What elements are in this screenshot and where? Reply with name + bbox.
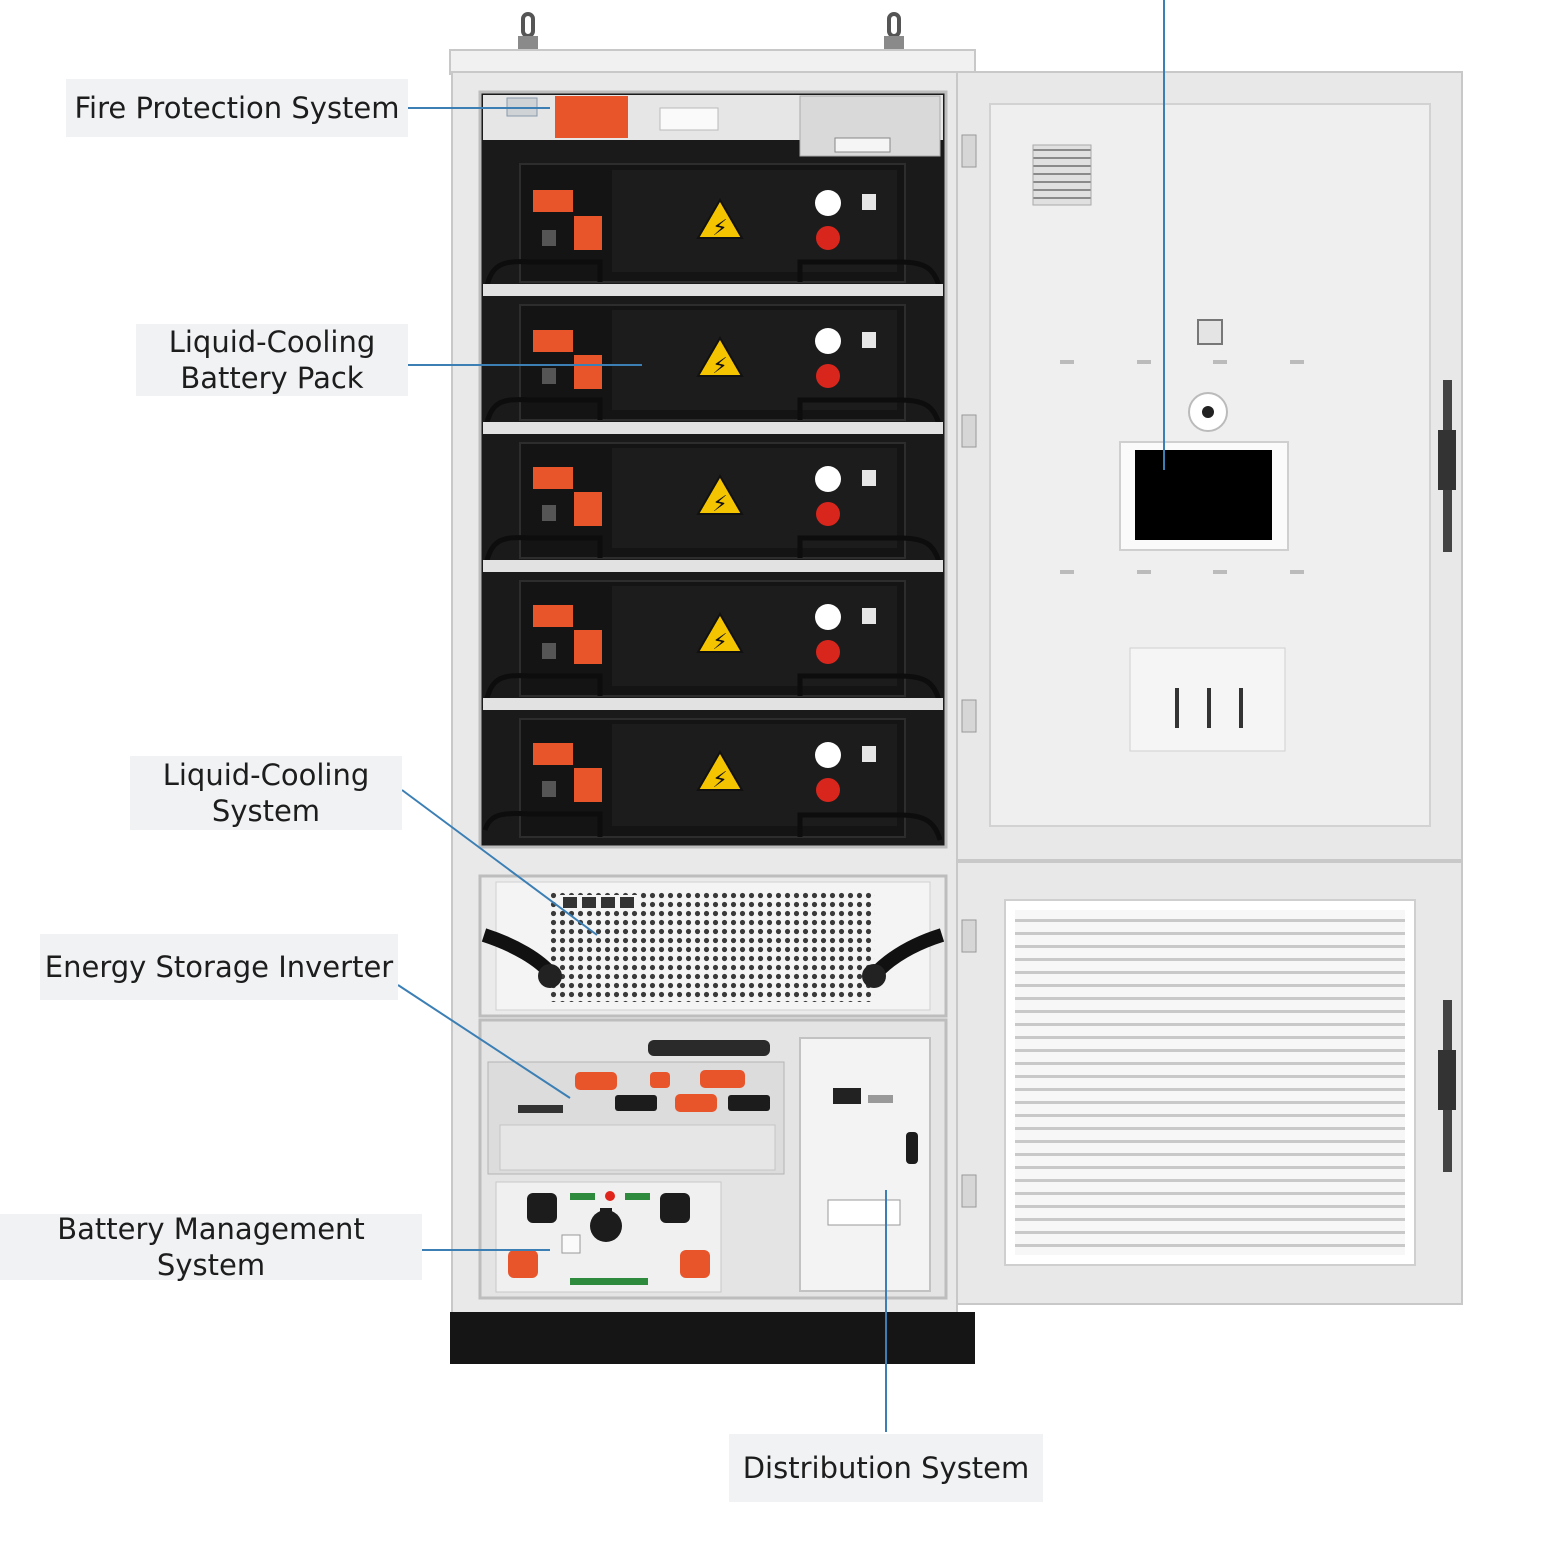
lifting-eye-right — [884, 12, 904, 50]
louver-vent — [1015, 910, 1405, 1255]
battery-module: ⚡ — [482, 580, 943, 709]
module-shelf — [483, 284, 943, 296]
door-hinge — [961, 1174, 977, 1208]
door-vent — [1032, 144, 1092, 206]
svg-text:⚡: ⚡ — [712, 630, 727, 655]
upper-door — [956, 71, 1463, 861]
door-hinge — [961, 134, 977, 168]
high-voltage-warning-icon — [696, 336, 744, 377]
fire-protection-unit — [483, 95, 943, 157]
battery-module: ⚡ — [482, 163, 943, 296]
leader-lines — [397, 0, 1165, 1432]
hmi-display-screen — [1135, 450, 1272, 540]
module-shelf — [483, 422, 943, 434]
inverter-compartment — [478, 874, 948, 1018]
label-energy-storage-inverter: Energy Storage Inverter — [40, 934, 398, 1000]
high-voltage-warning-icon — [696, 198, 744, 239]
label-battery-management-system: Battery Management System — [0, 1212, 422, 1282]
battery-module: ⚡ — [482, 304, 943, 433]
lower-door — [956, 861, 1463, 1305]
door-hinge — [961, 414, 977, 448]
leader-line-cooling-system — [401, 789, 598, 936]
svg-text:⚡: ⚡ — [712, 768, 727, 793]
svg-text:⚡: ⚡ — [712, 492, 727, 517]
module-shelf — [483, 560, 943, 572]
label-liquid-cooling-system: Liquid-Cooling System — [130, 756, 402, 830]
door-hinge — [961, 919, 977, 953]
cabinet-roof — [449, 49, 976, 75]
door-hinge — [961, 699, 977, 733]
high-voltage-warning-icon — [696, 474, 744, 515]
label-liquid-cooling-battery-pack: Liquid-Cooling Battery Pack — [136, 324, 408, 396]
lifting-eye-left — [518, 12, 538, 50]
svg-text:⚡: ⚡ — [712, 216, 727, 241]
high-voltage-warning-icon — [696, 612, 744, 653]
lower-compartment — [478, 1018, 948, 1300]
label-fire-protection-system: Fire Protection System — [66, 79, 408, 137]
leader-line-inverter — [397, 984, 571, 1099]
module-shelf — [483, 698, 943, 710]
battery-module: ⚡ — [482, 442, 943, 571]
battery-module: ⚡ — [482, 718, 943, 841]
svg-text:⚡: ⚡ — [712, 354, 727, 379]
label-distribution-system: Distribution System — [729, 1434, 1043, 1502]
high-voltage-warning-icon — [696, 750, 744, 791]
cabinet-base — [450, 1312, 975, 1364]
